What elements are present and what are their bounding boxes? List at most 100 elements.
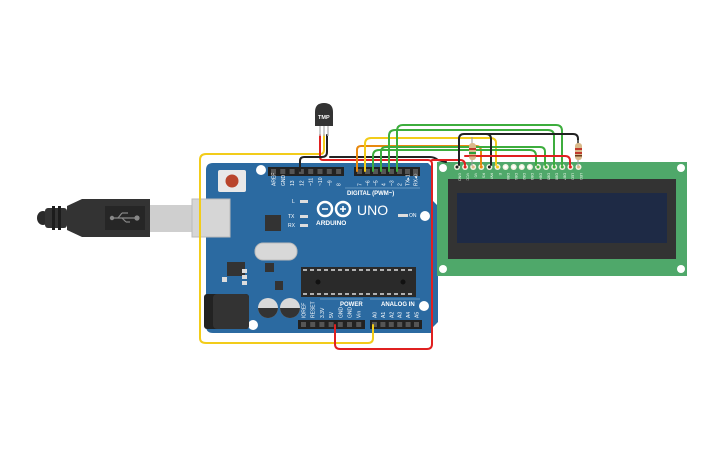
on-label: ON: [409, 213, 417, 219]
wire-5v-lcd[interactable]: [431, 159, 466, 166]
resistor-backlight[interactable]: [575, 140, 582, 166]
digital-pin-hole[interactable]: [317, 169, 323, 174]
digital-pin-hole[interactable]: [326, 169, 332, 174]
resistor-body: [469, 143, 476, 160]
analog-pin-label: A3: [398, 312, 404, 318]
analog-pin-label: A5: [415, 312, 421, 318]
mounting-hole: [419, 301, 429, 311]
lcd-pin-center: [528, 165, 532, 169]
usb-chip: [265, 215, 281, 231]
wire-d5-db4[interactable]: [372, 149, 537, 172]
digital-header-right[interactable]: [354, 167, 420, 176]
wire-d6-e[interactable]: [364, 137, 497, 172]
digital-pin-hole[interactable]: [373, 169, 378, 174]
lcd-pin-label: RW: [490, 173, 494, 180]
power-pin-label: GND: [348, 307, 354, 319]
digital-pin-label: 4: [382, 183, 388, 186]
reset-button-cap[interactable]: [225, 174, 239, 188]
resistor-band: [575, 155, 582, 157]
digital-pin-hole[interactable]: [280, 169, 286, 174]
power-pin-hole[interactable]: [347, 322, 352, 327]
lcd-pin-label: GND: [457, 173, 461, 181]
lcd-pin-label: DB1: [514, 173, 518, 180]
led-on: [398, 214, 408, 217]
lcd-pin-center: [504, 165, 508, 169]
digital-pin-hole[interactable]: [289, 169, 295, 174]
digital-header-left[interactable]: [268, 167, 344, 176]
usb-plug-metal: [150, 205, 192, 232]
small-chip: [275, 281, 283, 290]
power-pin-hole[interactable]: [328, 322, 334, 327]
wire-led-vcc[interactable]: [464, 155, 571, 166]
analog-pin-hole[interactable]: [388, 322, 394, 327]
wire-tmp-signal-a0[interactable]: [199, 134, 374, 344]
arduino-uno-board[interactable]: ARDUINO UNO L TX RX ON DIGITAL (PWM~) AR…: [191, 163, 438, 333]
wire-d2-db7[interactable]: [396, 124, 563, 172]
wire-d4-db5[interactable]: [380, 146, 546, 172]
lcd-mount-hole: [677, 265, 685, 273]
digital-pin-hole[interactable]: [271, 169, 276, 174]
power-pin-hole[interactable]: [337, 322, 343, 327]
digital-pin-label: RX◂0: [414, 174, 420, 186]
lcd-pin-label: DB4: [538, 173, 542, 180]
resistor-band: [575, 152, 582, 154]
regulator-pad: [242, 269, 247, 273]
small-chip: [265, 263, 274, 272]
resistor-band: [469, 155, 476, 157]
strain-ring: [52, 206, 55, 230]
power-pin-hole[interactable]: [310, 322, 316, 327]
lcd-pin-label: LED: [571, 173, 575, 180]
power-pin-label: GND: [338, 307, 344, 319]
digital-pin-hole[interactable]: [389, 169, 394, 174]
digital-pin-label: 8: [337, 183, 343, 186]
digital-pin-hole[interactable]: [357, 169, 362, 174]
analog-pin-hole[interactable]: [380, 322, 386, 327]
power-pin-hole[interactable]: [319, 322, 325, 327]
power-pin-hole[interactable]: [356, 322, 362, 327]
lcd-pin-label: DB0: [506, 173, 510, 180]
digital-pin-label: ~11: [309, 178, 315, 186]
power-pin-hole[interactable]: [301, 322, 306, 327]
tmp36-sensor[interactable]: TMP: [315, 103, 333, 136]
digital-pin-hole[interactable]: [381, 169, 386, 174]
digital-pin-label: TX▸1: [406, 174, 412, 186]
wire-tmp-5v[interactable]: [319, 134, 433, 350]
usb-b-port: [191, 198, 231, 238]
wire-rw-gnd[interactable]: [458, 133, 492, 166]
digital-pin-hole[interactable]: [308, 169, 314, 174]
resistor-contrast[interactable]: [469, 137, 476, 166]
chip-dot: [400, 279, 406, 285]
lcd-pin-center: [560, 165, 564, 169]
lcd-mount-hole: [439, 265, 447, 273]
digital-pin-hole[interactable]: [397, 169, 402, 174]
lcd-pin-center: [487, 165, 491, 169]
lcd-pin-center: [479, 165, 483, 169]
lcd-pin-center: [520, 165, 524, 169]
usb-icon: [109, 212, 140, 223]
digital-header-label: DIGITAL (PWM~): [347, 191, 394, 197]
digital-pin-hole[interactable]: [405, 169, 410, 174]
analog-header[interactable]: [370, 320, 422, 329]
wires[interactable]: [199, 124, 579, 350]
digital-pin-hole[interactable]: [298, 169, 304, 174]
digital-pin-label: ~9: [327, 180, 333, 186]
digital-pin-hole[interactable]: [336, 169, 342, 174]
analog-pin-hole[interactable]: [372, 322, 377, 327]
digital-pin-holes: [271, 169, 418, 174]
digital-pin-hole[interactable]: [413, 169, 418, 174]
analog-pin-hole[interactable]: [405, 322, 411, 327]
analog-pin-hole[interactable]: [397, 322, 403, 327]
wire-led-gnd[interactable]: [485, 133, 579, 144]
analog-pin-hole[interactable]: [414, 322, 419, 327]
led-rx-label: RX: [288, 223, 296, 229]
mounting-hole: [248, 320, 258, 330]
lcd-pin-label: DB2: [522, 173, 526, 180]
usb-cable[interactable]: [37, 199, 192, 237]
lcd-pin-center: [455, 165, 459, 169]
digital-pin-hole[interactable]: [365, 169, 370, 174]
lcd-mount-hole: [677, 164, 685, 172]
led-rx: [300, 224, 308, 227]
wire-tmp-gnd[interactable]: [299, 134, 328, 172]
